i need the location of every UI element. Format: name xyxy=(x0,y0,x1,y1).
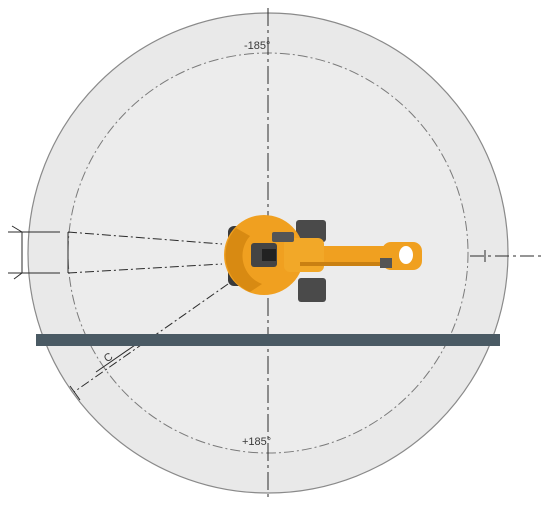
angle-label-bottom: +185° xyxy=(242,436,271,448)
robot-hub-inner xyxy=(262,249,276,261)
robot-arm-shoulder xyxy=(284,238,324,272)
robot-wrist-dark xyxy=(380,258,392,268)
robot-arm-shade xyxy=(300,262,380,266)
left-dimension-group xyxy=(8,225,223,280)
robot-top-view xyxy=(224,215,422,302)
radius-dimension xyxy=(69,283,229,401)
base-plate-bar xyxy=(36,334,500,346)
robot-hub-top xyxy=(272,232,294,242)
robot-top-block xyxy=(296,220,326,242)
robot-turret-shade xyxy=(225,228,262,292)
angle-label-top: -185° xyxy=(244,40,270,52)
robot-flange xyxy=(399,246,413,264)
robot-bottom-block xyxy=(298,278,326,302)
